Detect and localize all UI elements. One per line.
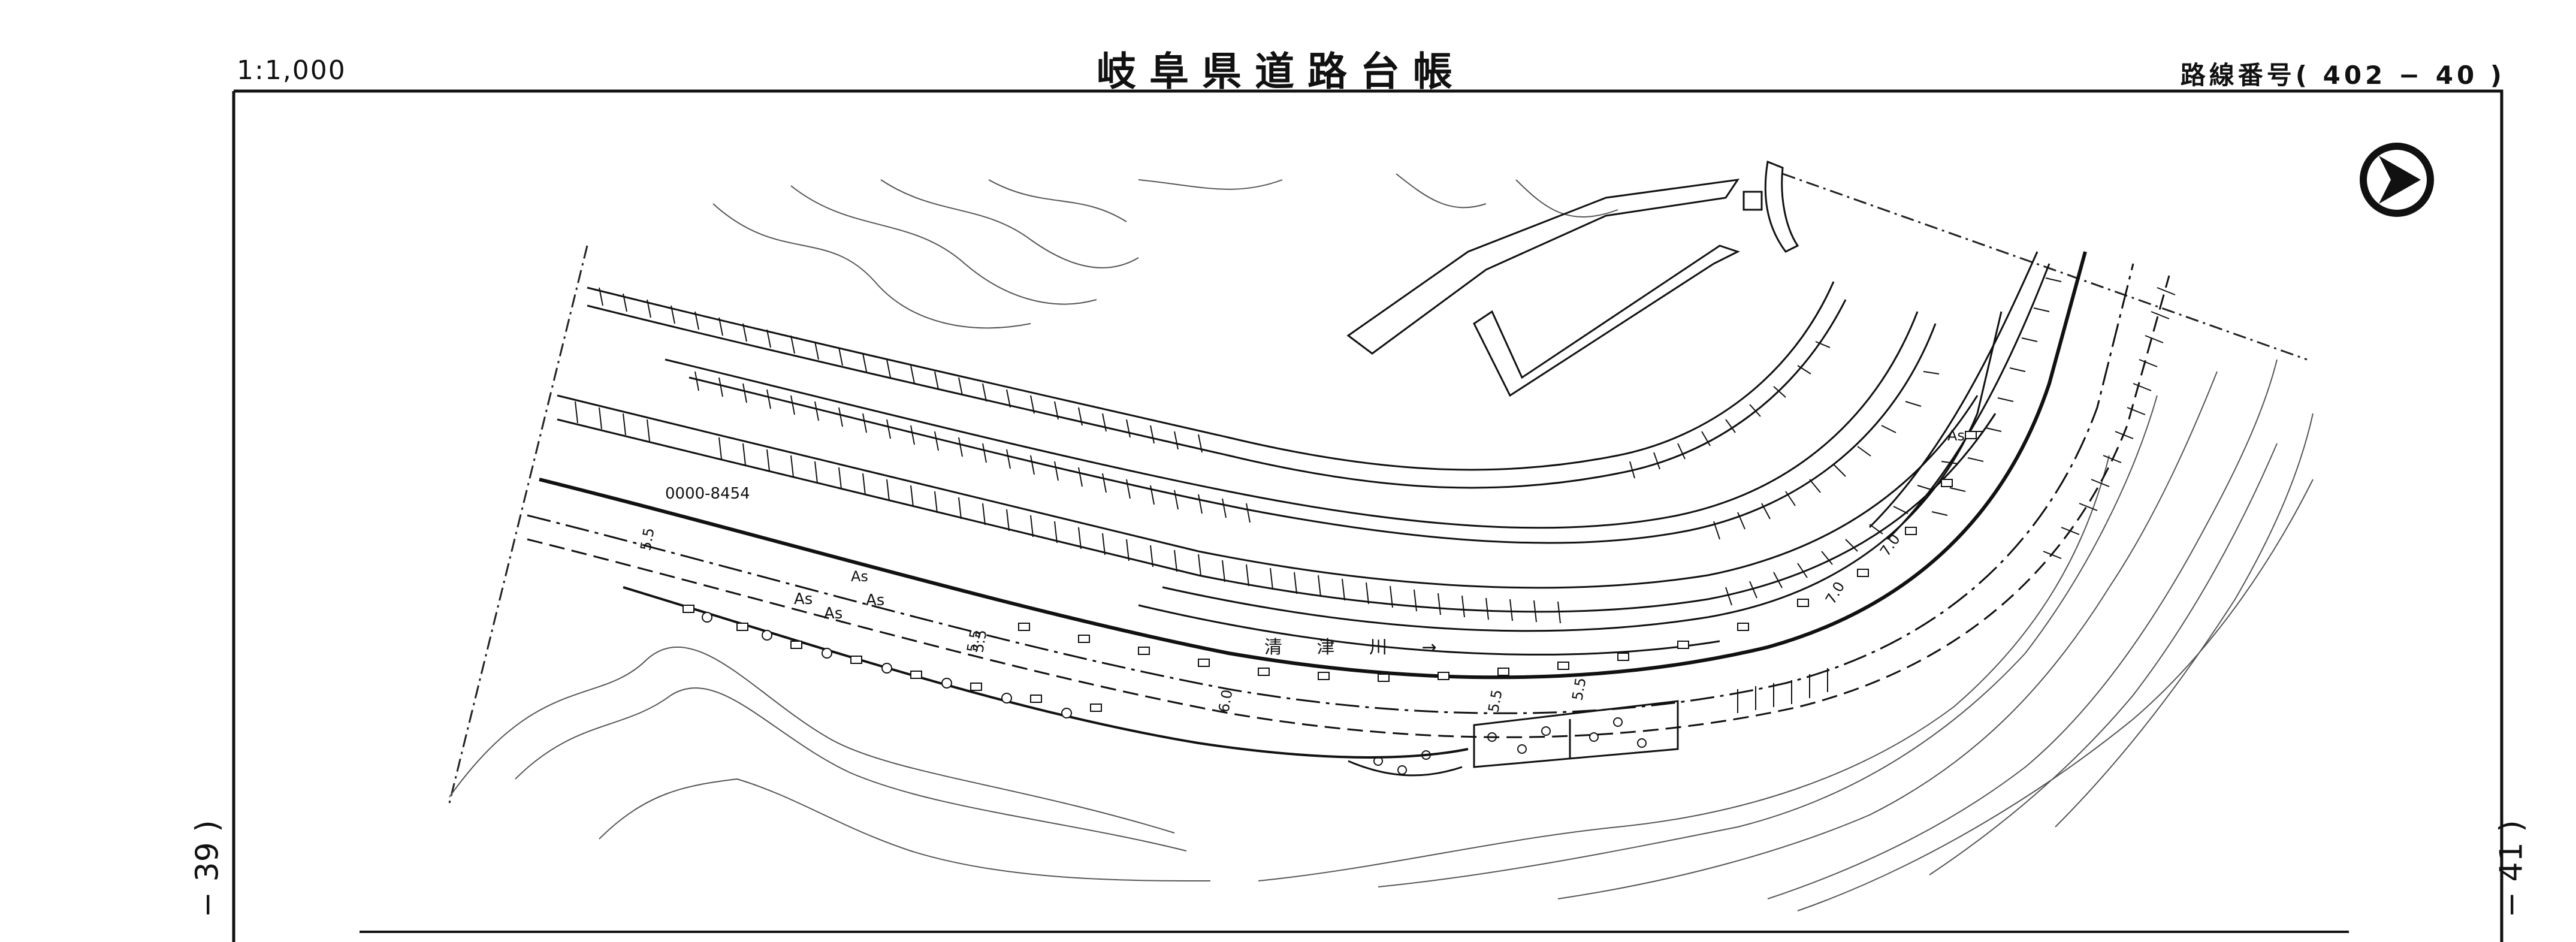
map-scale: 1:1,000 [237, 55, 346, 86]
road-alignment [527, 251, 2170, 759]
width-label: 7.0 [1877, 531, 1904, 559]
wall-dots [1373, 717, 1647, 775]
surface-label: As [794, 590, 813, 608]
width-label: 5.5 [970, 629, 990, 654]
width-label: 5.5 [637, 527, 657, 552]
point-code-label: 0000-8454 [665, 485, 750, 503]
width-label: 7.0 [1822, 579, 1848, 607]
width-label: 6.0 [1215, 689, 1236, 714]
north-arrow-icon [2360, 143, 2434, 217]
terrain-contours [449, 173, 2314, 911]
guard-posts [682, 431, 1977, 712]
surface-label: As [824, 605, 842, 623]
river-channel [1162, 311, 2003, 632]
river-bank [1138, 604, 1720, 656]
structure-outline [1743, 160, 1799, 253]
hachure-ticks [575, 277, 2176, 713]
surface-label: As [1947, 427, 1965, 444]
route-number: 路線番号( 402 − 40 ) [2180, 61, 2505, 90]
retaining-wall [1348, 700, 1679, 777]
width-label: 5.5 [1569, 677, 1589, 702]
map-frame [232, 89, 2503, 942]
surface-labels: As As As As As [794, 427, 1965, 623]
page-title: 岐阜県道路台帳 [1097, 49, 1466, 95]
surface-label: As [866, 591, 884, 609]
survey-boundary [448, 173, 2308, 804]
slope-hachures [557, 179, 2050, 613]
utility-poles [702, 612, 1072, 718]
surface-label: As [851, 568, 868, 585]
width-label: 5.5 [1485, 689, 1505, 714]
river-name-label: 清 津 川 → [1264, 637, 1451, 658]
width-label: 5.5 [964, 629, 984, 654]
